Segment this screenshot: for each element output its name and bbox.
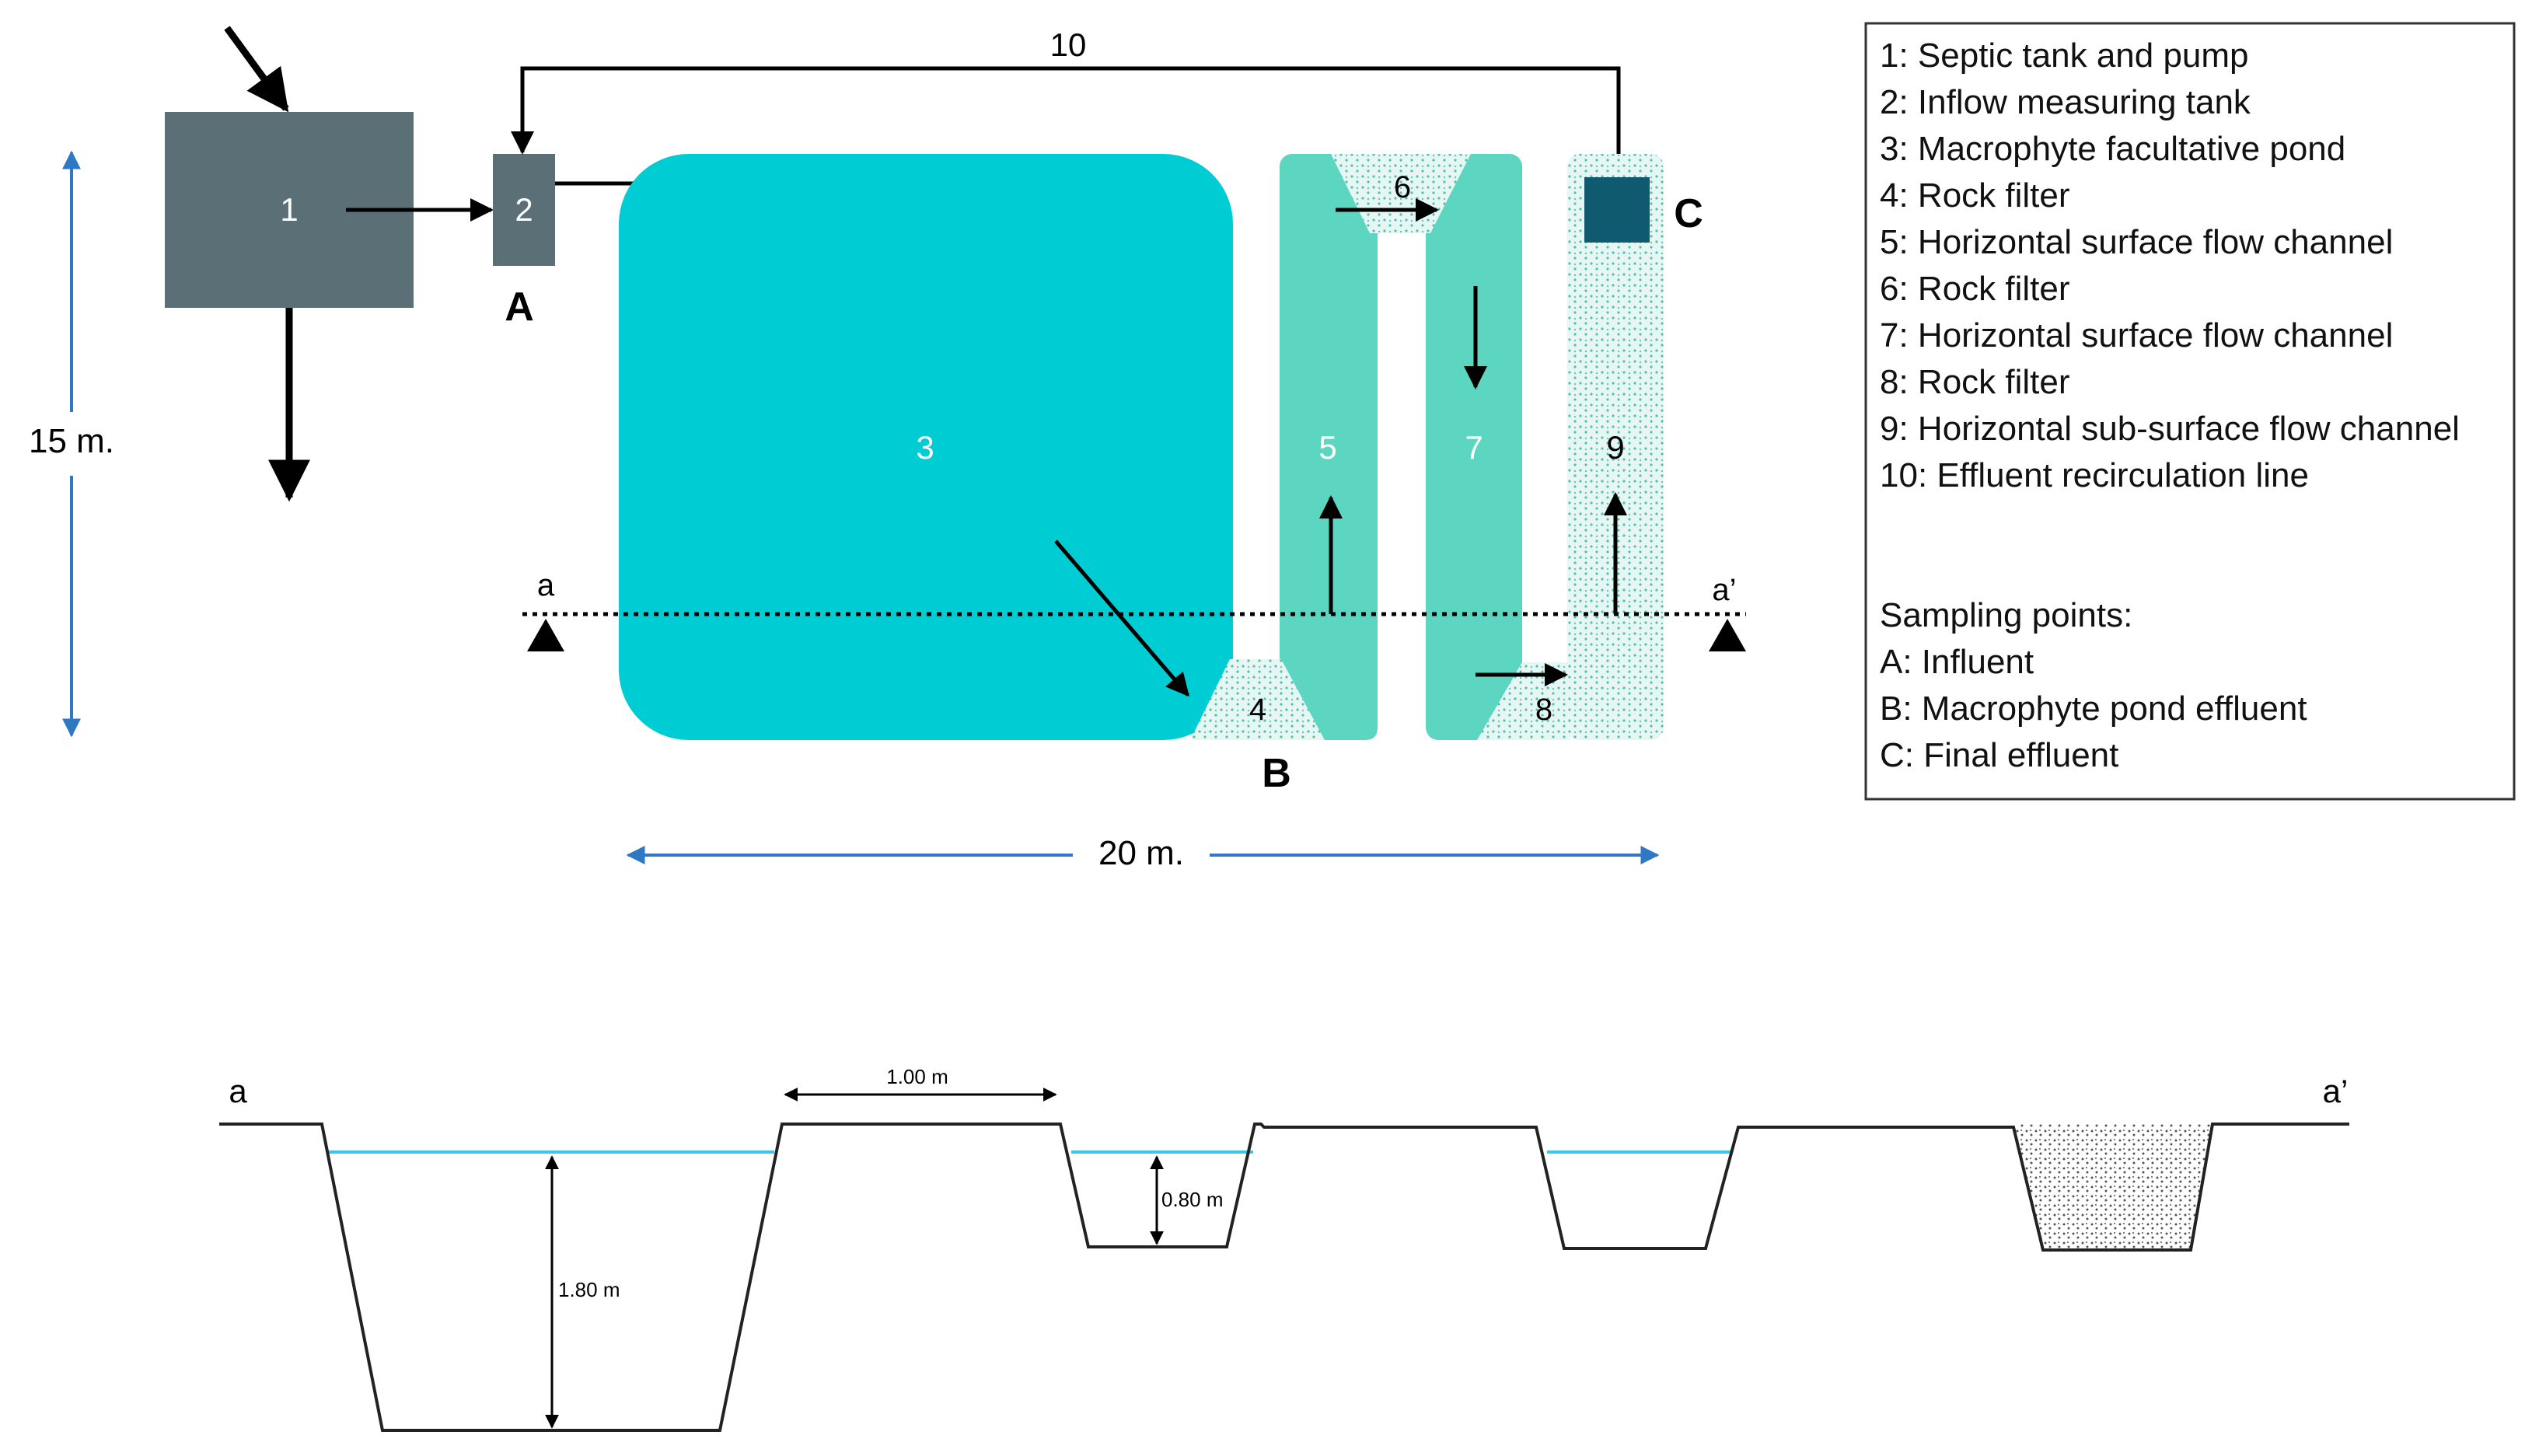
section-label-end: a’ — [1712, 573, 1736, 607]
label-10: 10 — [1050, 26, 1087, 63]
legend-item: 5: Horizontal surface flow channel — [1880, 223, 2393, 261]
sampling-point-item: B: Macrophyte pond effluent — [1880, 690, 2307, 728]
label-3: 3 — [916, 429, 934, 466]
sampling-point-item: A: Influent — [1880, 643, 2034, 681]
legend-item: 4: Rock filter — [1880, 176, 2070, 215]
cross-section-label-end: a’ — [2323, 1073, 2349, 1109]
width-dimension-label: 20 m. — [1098, 834, 1184, 872]
macrophyte-pond — [619, 154, 1233, 740]
legend-item: 2: Inflow measuring tank — [1880, 83, 2251, 121]
channel-7 — [1426, 154, 1522, 740]
plan-view: 1 2 A 10 3 4 4 5 7 6 9 — [29, 26, 1746, 872]
label-8: 8 — [1535, 693, 1552, 727]
flow-arrow-pond-to-4 — [1054, 539, 1189, 697]
dim-top-width-label: 1.00 m — [886, 1065, 948, 1088]
legend-item: 1: Septic tank and pump — [1880, 37, 2249, 75]
section-marker-right — [1709, 619, 1746, 651]
sampling-point-c: C — [1674, 191, 1703, 236]
channel-5-rect — [1280, 154, 1376, 740]
sampling-point-a: A — [505, 285, 534, 330]
label-6: 6 — [1394, 170, 1411, 204]
final-effluent-box — [1584, 177, 1650, 243]
recirculation-line — [511, 66, 1621, 179]
legend-item: 10: Effluent recirculation line — [1880, 456, 2309, 494]
dim-pond-depth-label: 1.80 m — [558, 1278, 620, 1301]
label-2: 2 — [515, 191, 533, 228]
legend-box — [1864, 22, 2516, 801]
inflow-measuring-tank — [493, 154, 555, 266]
rock-filter-4-overlay — [1191, 659, 1325, 740]
legend-item: 7: Horizontal surface flow channel — [1880, 316, 2393, 354]
sampling-point-item: C: Final effluent — [1880, 736, 2118, 774]
legend-item: 6: Rock filter — [1880, 270, 2070, 308]
sampling-points-title: Sampling points: — [1880, 596, 2132, 634]
sampling-point-b: B — [1262, 751, 1291, 796]
label-5: 5 — [1318, 429, 1336, 466]
cross-section: a a’ 1.00 m 0.80 m 1.80 m — [219, 1065, 2349, 1432]
inflow-arrow — [224, 26, 289, 113]
legend-item: 9: Horizontal sub-surface flow channel — [1880, 410, 2460, 448]
ground-profile — [219, 1123, 2349, 1432]
channel-9 — [1567, 154, 1664, 740]
gravel-trench — [2013, 1124, 2212, 1250]
legend: 1: Septic tank and pump 2: Inflow measur… — [1864, 22, 2516, 801]
label-4-overlay: 4 — [1249, 693, 1266, 727]
legend-item: 8: Rock filter — [1880, 363, 2070, 401]
section-label-start: a — [537, 568, 555, 602]
label-7: 7 — [1465, 429, 1483, 466]
cross-section-label-start: a — [229, 1073, 247, 1109]
label-9: 9 — [1606, 429, 1624, 466]
section-marker-left — [527, 619, 564, 651]
label-1: 1 — [280, 191, 298, 228]
dim-channel-depth-label: 0.80 m — [1161, 1188, 1224, 1211]
legend-item: 3: Macrophyte facultative pond — [1880, 130, 2345, 168]
height-dimension-label: 15 m. — [29, 422, 114, 460]
